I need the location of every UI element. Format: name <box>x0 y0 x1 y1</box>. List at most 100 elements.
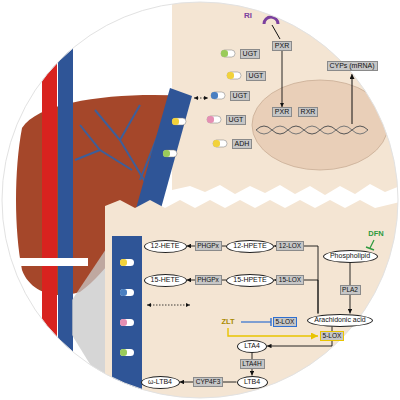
metabolite-ellipse: LTB4 <box>237 376 268 389</box>
node-text: UGT <box>249 72 264 80</box>
protein-box: UGT <box>230 91 250 101</box>
node-text: Arachidonic acid <box>314 316 365 324</box>
node-text: RXR <box>301 108 316 116</box>
vein-branch <box>120 105 140 140</box>
pill <box>227 72 241 79</box>
metabolite-ellipse: Phospholipid <box>323 250 378 263</box>
label-text: 5-LOX <box>276 318 295 325</box>
drug-pills <box>163 118 186 157</box>
vessel-gap <box>18 258 88 266</box>
protein-box: CYPs (mRNA) <box>327 61 378 71</box>
inhibition-line <box>370 240 374 248</box>
node-text: 12-HPETE <box>233 242 266 250</box>
label-text: DFN <box>368 230 383 238</box>
pill <box>120 319 134 326</box>
pill <box>120 349 134 356</box>
node-text: Phospholipid <box>330 252 370 260</box>
inhibition-bar <box>366 247 374 250</box>
node-text: UGT <box>243 50 258 58</box>
dna-strand <box>256 126 368 134</box>
node-text: LTB4 <box>244 378 260 386</box>
node-text: UGT <box>229 116 244 124</box>
blood-vessel <box>112 236 142 400</box>
protein-box: UGT <box>246 71 266 81</box>
node-text: ω-LTB4 <box>148 378 172 386</box>
vessel-pills <box>120 259 134 356</box>
node-text: LTA4 <box>244 342 260 350</box>
reaction-arrow <box>274 280 318 314</box>
inhibition-bar <box>270 318 271 326</box>
pill <box>172 118 186 125</box>
drug-label: ZLT <box>221 317 236 327</box>
enzyme-label: 12-LOX <box>276 241 304 251</box>
metabolite-ellipse: ω-LTB4 <box>141 376 180 389</box>
enzyme-label: PLA2 <box>340 285 361 295</box>
pill-half <box>120 259 127 266</box>
node-text: 15-HPETE <box>233 276 266 284</box>
node-text: ADH <box>235 140 250 148</box>
protein-box: PXR <box>272 41 292 51</box>
pill-half <box>120 349 127 356</box>
label-text: PLA2 <box>342 286 358 293</box>
protein-box: RXR <box>298 107 318 117</box>
pill <box>120 259 134 266</box>
enzyme-label: 5-LOX <box>273 317 297 327</box>
protein-box: PXR <box>272 107 292 117</box>
pill <box>221 50 235 57</box>
vein-branch <box>75 150 100 160</box>
receptor <box>264 17 278 24</box>
vein-branch <box>80 125 132 170</box>
pill-half <box>211 92 218 99</box>
pill <box>120 289 134 296</box>
protein-box: ADH <box>232 139 252 149</box>
enzyme-label: 5-LOX <box>320 331 344 341</box>
metabolite-ellipse: LTA4 <box>237 340 267 353</box>
label-text: RI <box>244 12 252 21</box>
transport-arrow <box>147 305 190 306</box>
metabolite-ellipse: 12-HETE <box>144 240 187 253</box>
enzyme-label: PHGPx <box>195 241 222 251</box>
label-text: PHGPx <box>197 242 219 249</box>
metabolite-ellipse: 15-HPETE <box>226 274 274 287</box>
dna-strand <box>256 126 368 134</box>
pill-half <box>227 72 234 79</box>
enzyme-label: 15-LOX <box>276 275 304 285</box>
node-text: 12-HETE <box>151 242 180 250</box>
pill <box>163 150 177 157</box>
pill <box>213 140 227 147</box>
blood-vessel <box>135 88 192 212</box>
label-text: CYP4F3 <box>196 378 221 385</box>
protein-box: UGT <box>226 115 246 125</box>
pill <box>211 92 225 99</box>
label-text: PHGPx <box>197 276 219 283</box>
transcription-arrow <box>352 74 353 124</box>
node-text: 15-HETE <box>151 276 180 284</box>
label-text: ZLT <box>221 318 234 326</box>
pill-half <box>221 50 228 57</box>
pill-half <box>120 289 127 296</box>
metabolite-ellipse: 12-HPETE <box>226 240 274 253</box>
label-text: 12-LOX <box>279 242 301 249</box>
node-text: UGT <box>233 92 248 100</box>
drug-label: DFN <box>368 229 385 239</box>
pill-half <box>120 319 127 326</box>
activation-line <box>272 25 280 39</box>
metabolite-ellipse: 15-HETE <box>144 274 187 287</box>
protein-box: UGT <box>240 49 260 59</box>
pill-half <box>163 150 170 157</box>
node-text: PXR <box>275 42 289 50</box>
zileuton-line <box>228 328 318 336</box>
enzyme-label: LTA4H <box>240 359 265 369</box>
label-text: 5-LOX <box>323 332 342 339</box>
enzyme-label: PHGPx <box>195 275 222 285</box>
node-text: CYPs (mRNA) <box>329 62 374 70</box>
label-text: 15-LOX <box>279 276 301 283</box>
reaction-arrow <box>282 51 283 107</box>
pill-half <box>172 118 179 125</box>
pill-half <box>213 140 220 147</box>
drug-label: RI <box>244 11 253 21</box>
